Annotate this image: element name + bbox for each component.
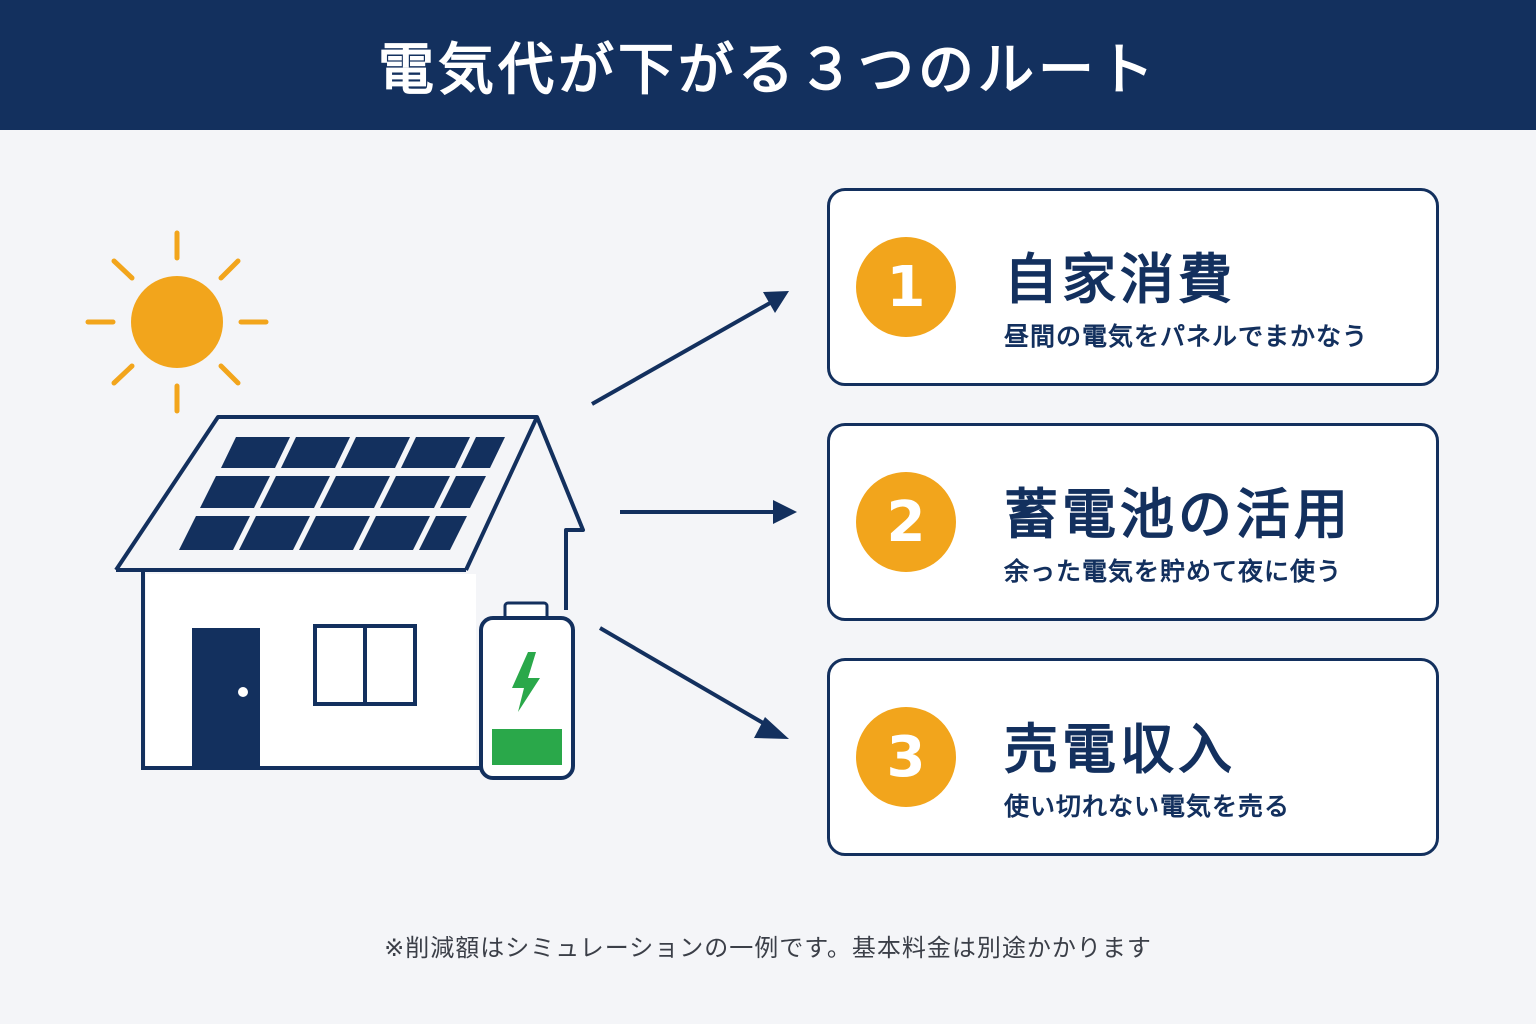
- arrowhead-1: [763, 291, 789, 313]
- route-title: 売電収入: [1004, 718, 1236, 781]
- route-description: 昼間の電気をパネルでまかなう: [1004, 322, 1369, 351]
- route-description: 使い切れない電気を売る: [1004, 792, 1291, 821]
- page-title: 電気代が下がる３つのルート: [378, 37, 1158, 103]
- route-number-badge: 2: [856, 472, 956, 572]
- solar-panel-icon: [179, 437, 505, 550]
- door-icon: [192, 628, 260, 766]
- route-title: 自家消費: [1004, 248, 1236, 311]
- route-number-badge: 3: [856, 707, 956, 807]
- route-card-3: 3 売電収入 使い切れない電気を売る: [827, 658, 1439, 856]
- route-description: 余った電気を貯めて夜に使う: [1004, 557, 1343, 586]
- header-banner: 電気代が下がる３つのルート: [0, 0, 1536, 130]
- window-icon: [313, 624, 417, 706]
- arrowhead-2: [773, 500, 797, 524]
- arrow-to-route-3: [598, 626, 772, 729]
- arrows: [591, 291, 797, 739]
- battery-icon: [479, 601, 575, 780]
- arrow-to-route-1: [591, 301, 771, 406]
- route-card-1: 1 自家消費 昼間の電気をパネルでまかなう: [827, 188, 1439, 386]
- route-title: 蓄電池の活用: [1004, 483, 1352, 546]
- route-number-badge: 1: [856, 237, 956, 337]
- footnote: ※削減額はシミュレーションの一例です。基本料金は別途かかります: [384, 934, 1152, 962]
- route-card-2: 2 蓄電池の活用 余った電気を貯めて夜に使う: [827, 423, 1439, 621]
- solar-house-illustration: [85, 230, 797, 780]
- arrowhead-3: [754, 717, 789, 739]
- sun-icon: [85, 230, 269, 414]
